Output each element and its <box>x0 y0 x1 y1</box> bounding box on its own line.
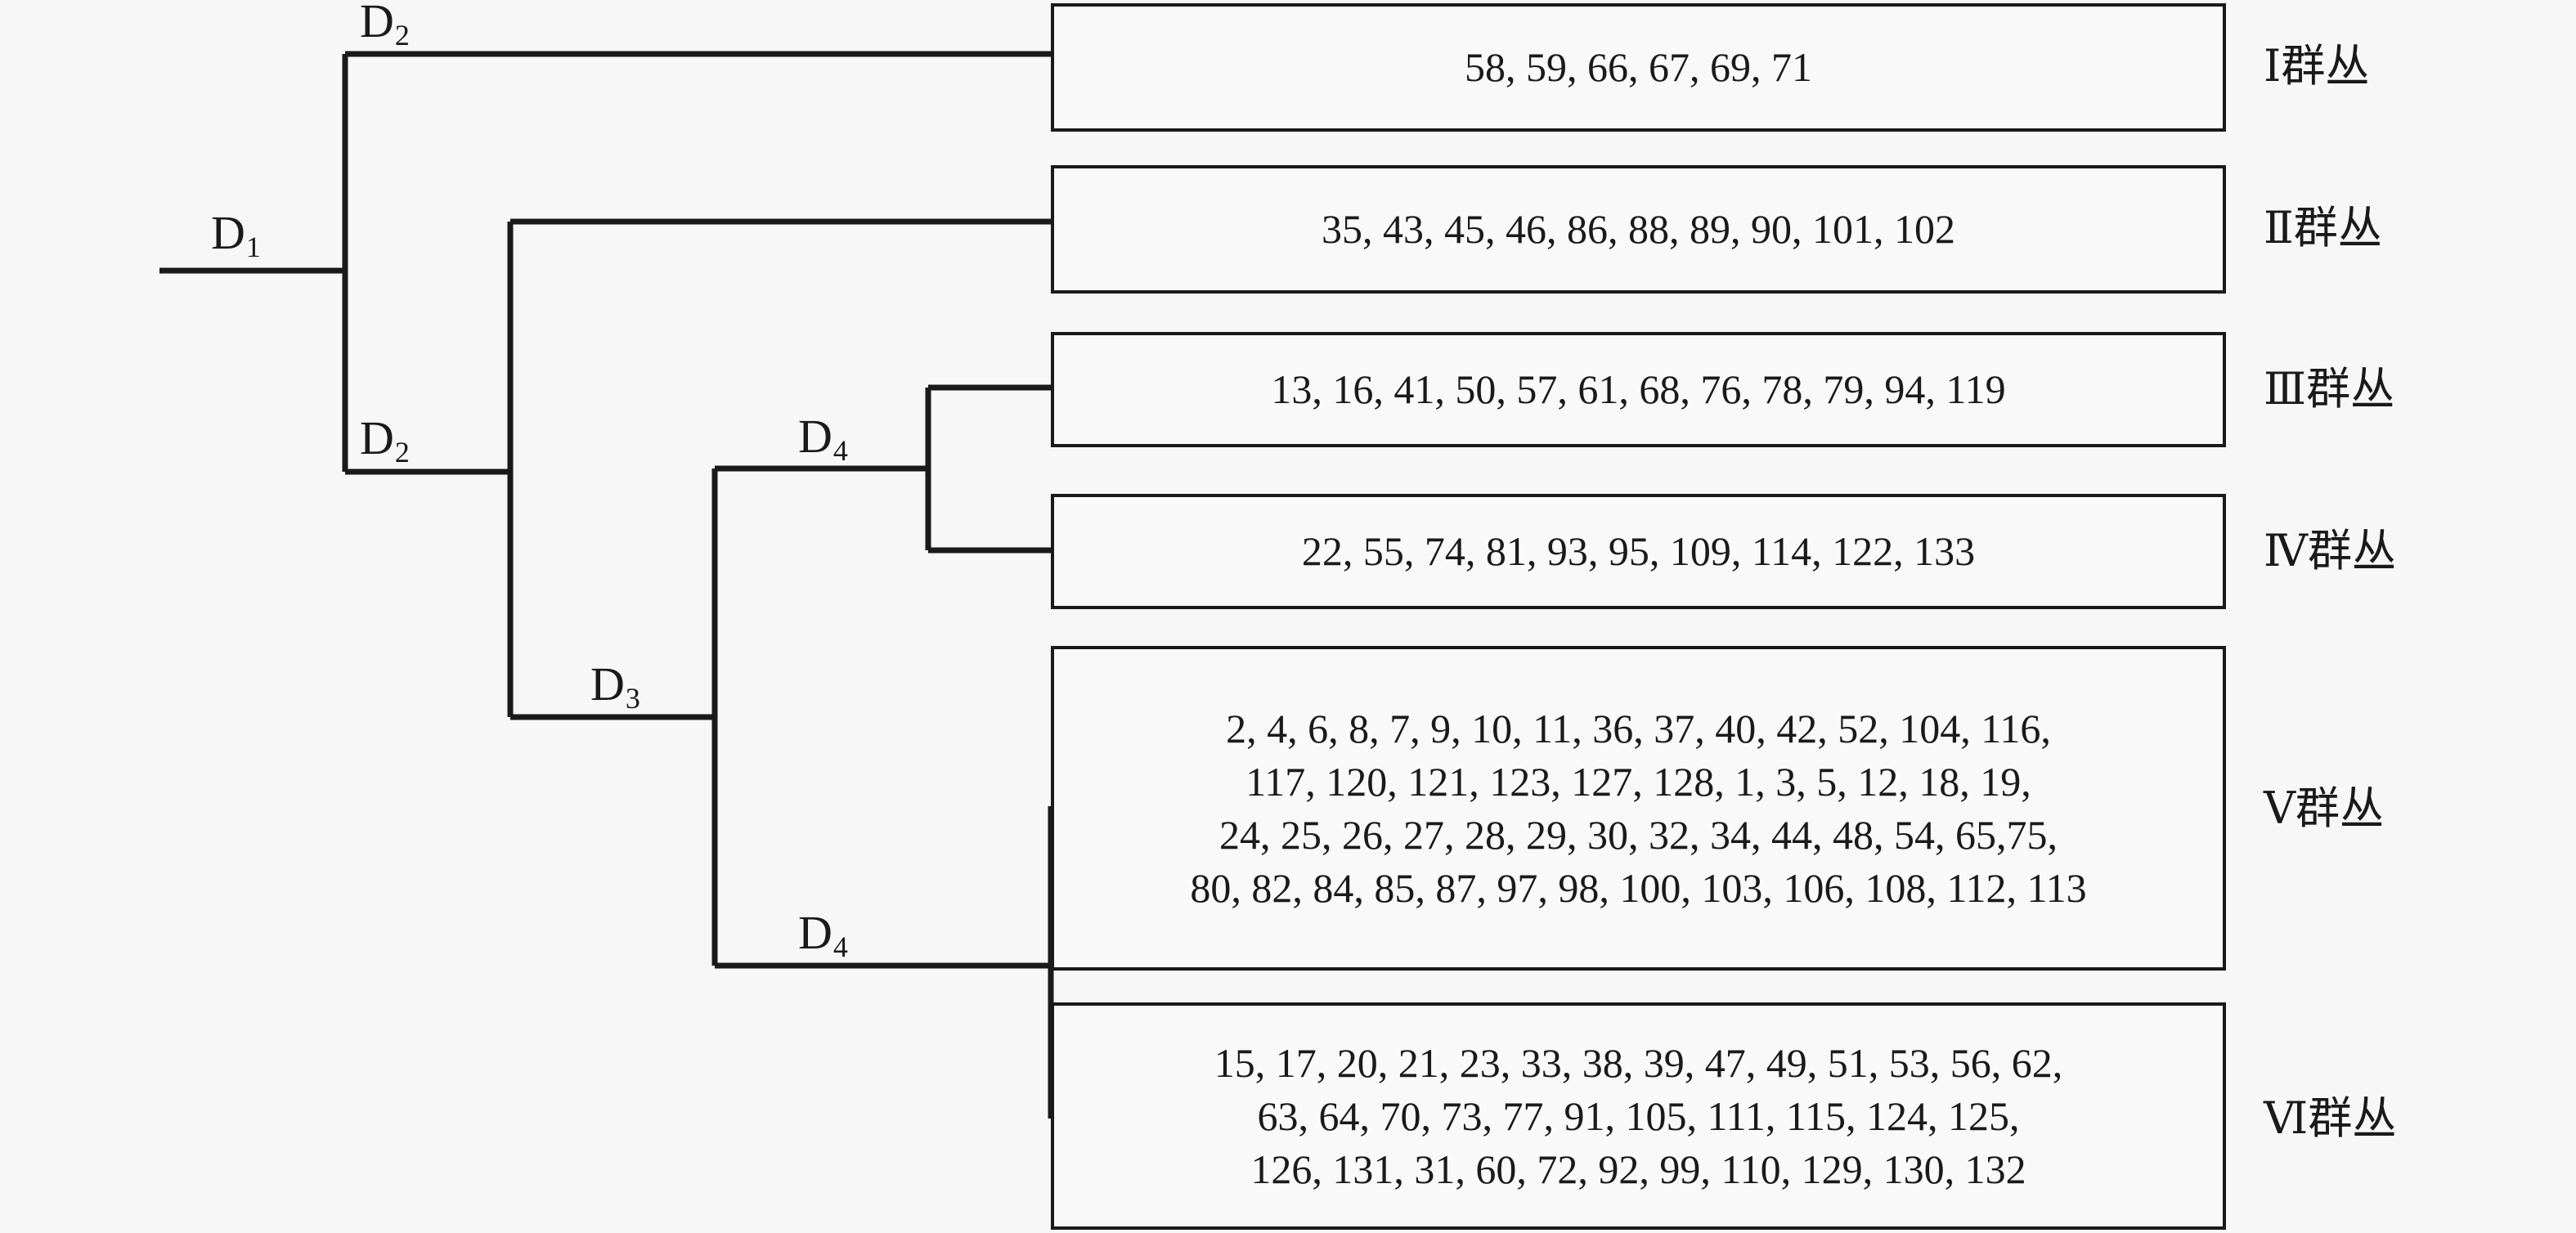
cluster-box-2[interactable]: 35, 43, 45, 46, 86, 88, 89, 90, 101, 102 <box>1051 165 2226 294</box>
cluster-label-6: Ⅵ群丛 <box>2264 1094 2397 1143</box>
cluster-members-2: 35, 43, 45, 46, 86, 88, 89, 90, 101, 102 <box>1322 206 1955 252</box>
node-label-d4-upper: D4 <box>798 410 848 468</box>
cluster-members-6: 15, 17, 20, 21, 23, 33, 38, 39, 47, 49, … <box>1214 1039 2063 1192</box>
node-label-d4-lower: D4 <box>798 906 848 964</box>
cluster-box-3[interactable]: 13, 16, 41, 50, 57, 61, 68, 76, 78, 79, … <box>1051 332 2226 447</box>
cluster-label-3: Ⅲ群丛 <box>2264 365 2395 414</box>
cluster-label-5: Ⅴ群丛 <box>2264 784 2384 833</box>
cluster-box-1[interactable]: 58, 59, 66, 67, 69, 71 <box>1051 3 2226 132</box>
cluster-box-6[interactable]: 15, 17, 20, 21, 23, 33, 38, 39, 47, 49, … <box>1051 1002 2226 1230</box>
cluster-label-4: Ⅳ群丛 <box>2264 527 2396 576</box>
cluster-members-5: 2, 4, 6, 8, 7, 9, 10, 11, 36, 37, 40, 42… <box>1190 705 2087 911</box>
node-label-d1: D1 <box>211 206 261 264</box>
node-label-d2-upper: D2 <box>360 0 410 52</box>
cluster-label-1: Ⅰ群丛 <box>2264 42 2370 91</box>
node-label-d2-lower: D2 <box>360 411 410 469</box>
cluster-box-5[interactable]: 2, 4, 6, 8, 7, 9, 10, 11, 36, 37, 40, 42… <box>1051 646 2226 971</box>
node-label-d3: D3 <box>590 657 640 715</box>
cluster-members-1: 58, 59, 66, 67, 69, 71 <box>1465 44 1812 90</box>
cluster-label-2: Ⅱ群丛 <box>2264 204 2382 253</box>
cluster-members-4: 22, 55, 74, 81, 93, 95, 109, 114, 122, 1… <box>1301 528 1976 574</box>
cluster-members-3: 13, 16, 41, 50, 57, 61, 68, 76, 78, 79, … <box>1271 366 2006 412</box>
cluster-box-4[interactable]: 22, 55, 74, 81, 93, 95, 109, 114, 122, 1… <box>1051 494 2226 609</box>
